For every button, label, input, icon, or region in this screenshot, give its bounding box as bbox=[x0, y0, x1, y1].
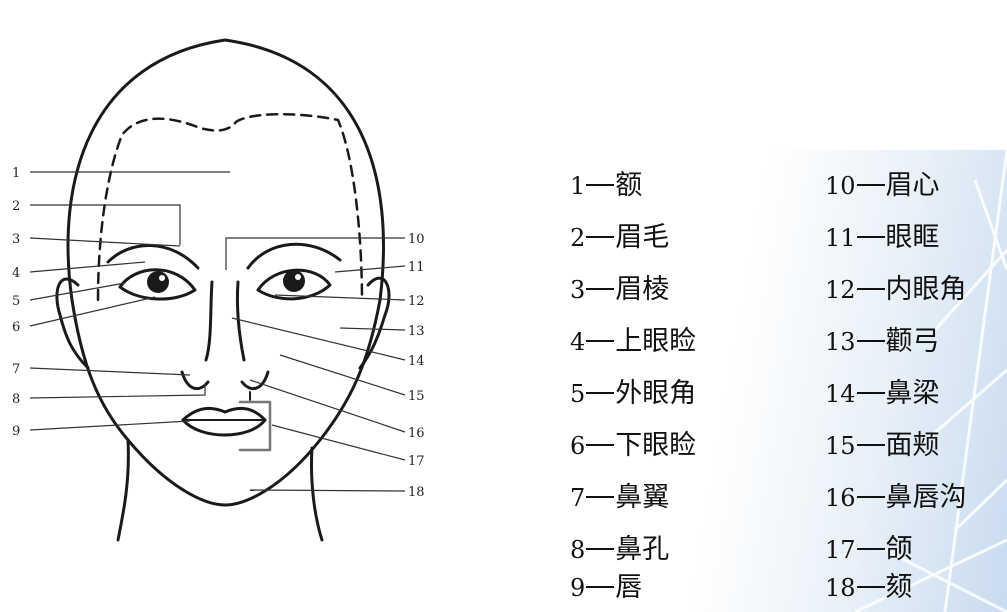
callout-16: 16 bbox=[408, 426, 425, 441]
callout-1: 1 bbox=[12, 166, 20, 181]
callout-6: 6 bbox=[12, 320, 20, 335]
callout-5: 5 bbox=[12, 294, 20, 309]
callout-4: 4 bbox=[12, 266, 20, 281]
jaw-outline bbox=[70, 298, 382, 507]
callout-17: 17 bbox=[408, 454, 425, 469]
face-diagram: 1 2 3 4 5 6 7 8 9 10 11 12 13 14 15 16 1… bbox=[12, 38, 425, 542]
neck-right bbox=[310, 446, 324, 542]
callout-8: 8 bbox=[12, 392, 20, 407]
nostril-left bbox=[180, 370, 210, 391]
callout-18: 18 bbox=[408, 485, 425, 500]
left-eye bbox=[118, 268, 197, 301]
right-eye bbox=[256, 268, 332, 301]
right-ear bbox=[358, 276, 391, 370]
chin-bracket bbox=[238, 400, 272, 452]
callout-14: 14 bbox=[408, 354, 425, 369]
callout-10: 10 bbox=[408, 232, 425, 247]
power-pylon-watermark bbox=[854, 150, 1007, 612]
head-outline bbox=[66, 38, 385, 302]
callout-9: 9 bbox=[12, 424, 20, 439]
nose-bridge-left bbox=[204, 280, 214, 362]
lower-lip bbox=[181, 418, 267, 437]
hairline bbox=[96, 112, 364, 302]
callout-12: 12 bbox=[408, 294, 425, 309]
callout-3: 3 bbox=[12, 232, 20, 247]
callout-15: 15 bbox=[408, 389, 425, 404]
callout-2: 2 bbox=[12, 199, 20, 214]
callout-7: 7 bbox=[12, 362, 20, 377]
left-eyebrow bbox=[106, 244, 200, 270]
legend-background bbox=[555, 150, 1007, 612]
nostril-right bbox=[240, 370, 270, 391]
left-ear bbox=[55, 277, 90, 370]
callout-11: 11 bbox=[408, 260, 425, 275]
upper-lip bbox=[181, 407, 267, 422]
nose-bridge-right bbox=[235, 280, 246, 362]
right-eyebrow bbox=[246, 242, 342, 270]
callout-13: 13 bbox=[408, 324, 425, 339]
neck-left bbox=[116, 438, 130, 542]
